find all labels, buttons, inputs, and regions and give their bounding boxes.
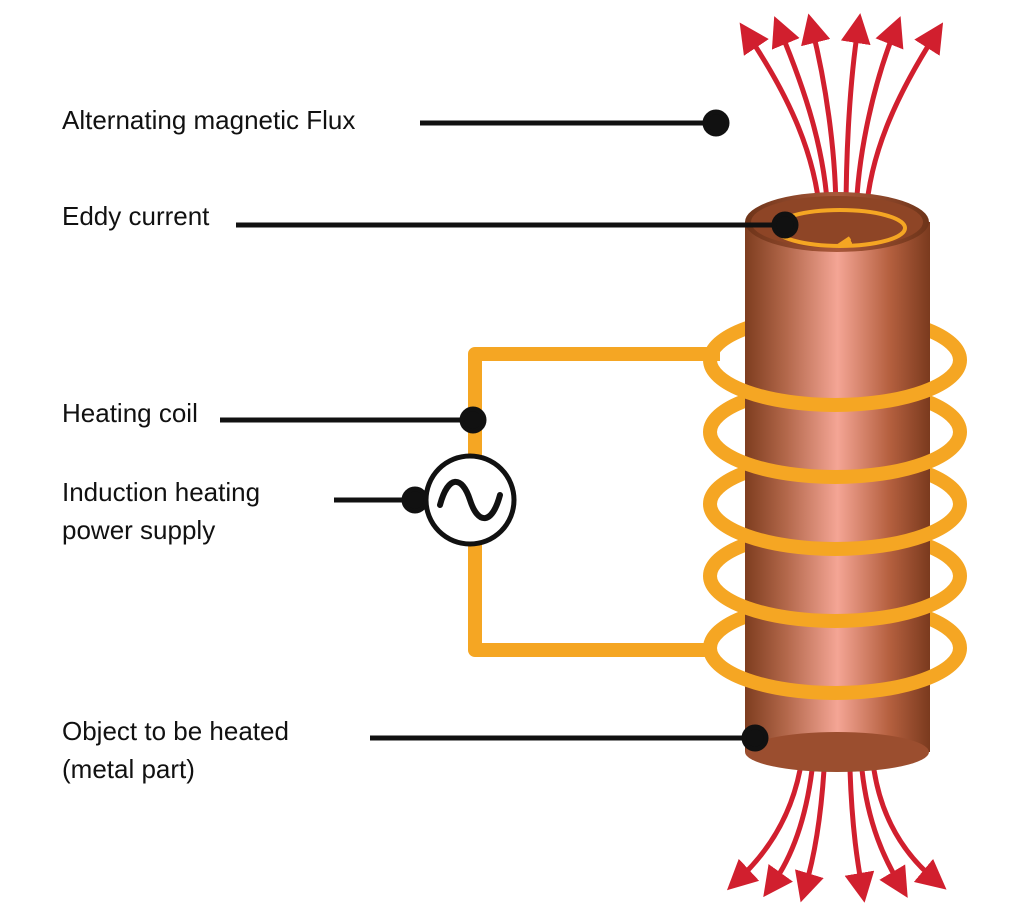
leader-lines	[220, 109, 799, 752]
label-object-to-be-heated: Object to be heated (metal part)	[62, 712, 289, 788]
ac-power-supply-icon	[423, 453, 517, 547]
label-eddy-text: Eddy current	[62, 201, 210, 231]
flux-arrows-top	[739, 13, 944, 218]
flux-arrows-bottom	[726, 767, 947, 903]
label-object-line1: Object to be heated	[62, 716, 289, 746]
label-alternating-magnetic-flux: Alternating magnetic Flux	[62, 101, 355, 139]
label-object-line2: (metal part)	[62, 754, 195, 784]
label-coil-text: Heating coil	[62, 398, 198, 428]
coil-front	[703, 359, 967, 700]
label-flux-text: Alternating magnetic Flux	[62, 105, 356, 135]
label-eddy-current: Eddy current	[62, 197, 209, 235]
label-power-line2: power supply	[62, 515, 216, 545]
label-power-line1: Induction heating	[62, 477, 261, 507]
label-heating-coil: Heating coil	[62, 394, 198, 432]
label-power-supply: Induction heating power supply	[62, 473, 260, 549]
